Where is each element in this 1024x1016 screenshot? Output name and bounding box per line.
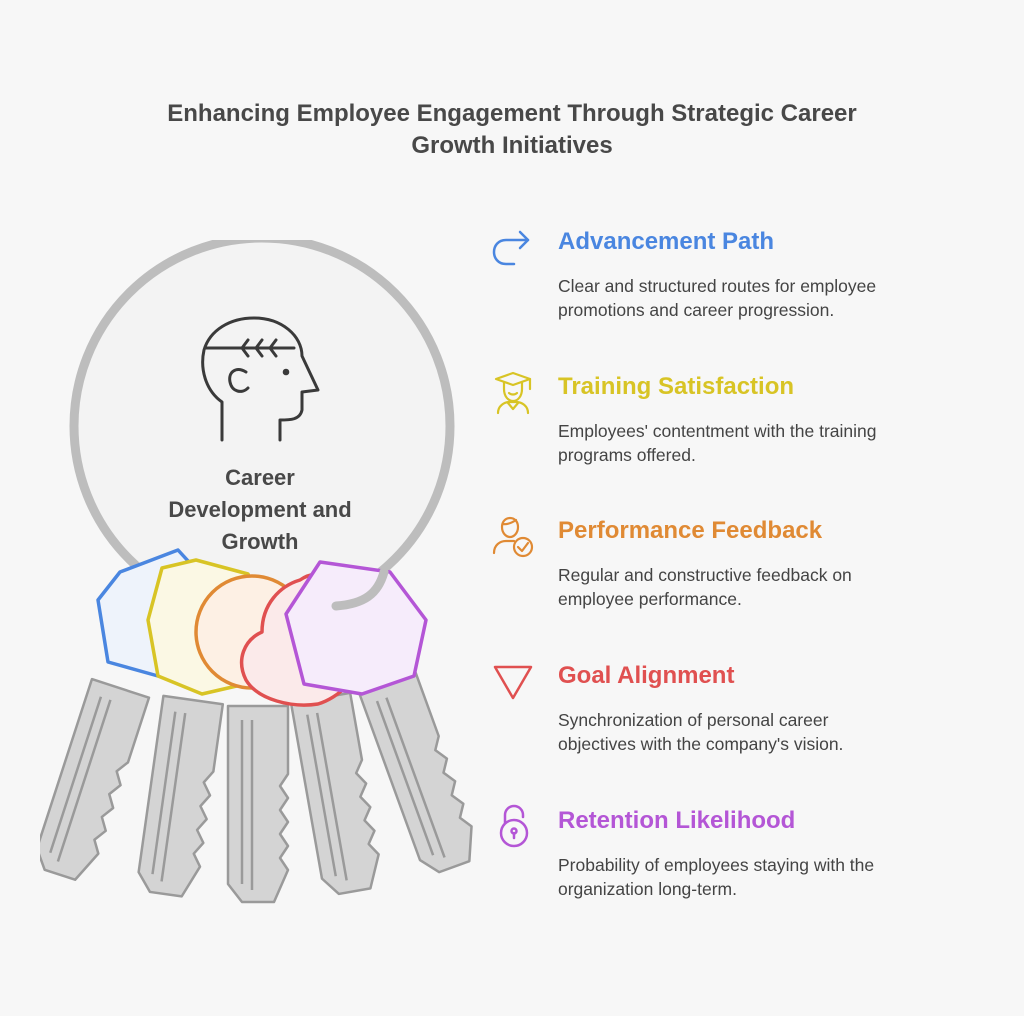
item-title: Goal Alignment — [558, 662, 735, 689]
item-title: Advancement Path — [558, 228, 775, 255]
ring-overlap-arc — [331, 567, 389, 611]
graduate-icon — [494, 371, 532, 415]
head-with-arrows-icon — [201, 316, 320, 442]
diagram-title: Enhancing Employee Engagement Through St… — [112, 98, 912, 162]
central-label-line-2: Development and — [168, 497, 352, 522]
central-label-line-1: Career — [225, 465, 295, 490]
item-description-line-2: employee performance. — [558, 589, 742, 609]
key-head-purple — [284, 560, 428, 696]
key-blade-5 — [357, 670, 480, 879]
redo-arrow-icon — [492, 230, 530, 266]
item-description-line-1: Synchronization of personal career — [558, 710, 829, 730]
item-description: Probability of employees staying with th… — [558, 853, 938, 901]
title-line-2: Growth Initiatives — [411, 132, 613, 159]
central-label-line-3: Growth — [221, 529, 299, 554]
item-description-line-1: Probability of employees staying with th… — [558, 855, 875, 875]
keyring-illustration — [40, 240, 480, 904]
person-check-icon — [492, 516, 534, 558]
item-description-line-1: Employees' contentment with the training — [558, 421, 877, 441]
item-description-line-1: Clear and structured routes for employee — [558, 276, 877, 296]
key-blade-1 — [40, 677, 151, 886]
unlocked-padlock-icon — [499, 804, 529, 848]
item-description-line-2: organization long-term. — [558, 879, 737, 899]
triangle-down-icon — [493, 665, 533, 700]
item-title: Retention Likelihood — [558, 807, 796, 834]
item-description: Employees' contentment with the training… — [558, 419, 938, 467]
item-description-line-2: programs offered. — [558, 445, 696, 465]
item-description-line-1: Regular and constructive feedback on — [558, 565, 852, 585]
item-title: Training Satisfaction — [558, 373, 795, 400]
item-title: Performance Feedback — [558, 517, 823, 544]
central-label: Career Development and Growth — [130, 462, 390, 558]
item-description: Regular and constructive feedback on emp… — [558, 563, 938, 611]
item-description-line-2: promotions and career progression. — [558, 300, 835, 320]
title-line-1: Enhancing Employee Engagement Through St… — [167, 100, 857, 127]
key-blade-2 — [134, 694, 225, 900]
item-description: Synchronization of personal career objec… — [558, 708, 938, 756]
item-description: Clear and structured routes for employee… — [558, 274, 938, 322]
item-description-line-2: objectives with the company's vision. — [558, 734, 844, 754]
key-blade-3 — [226, 704, 290, 904]
